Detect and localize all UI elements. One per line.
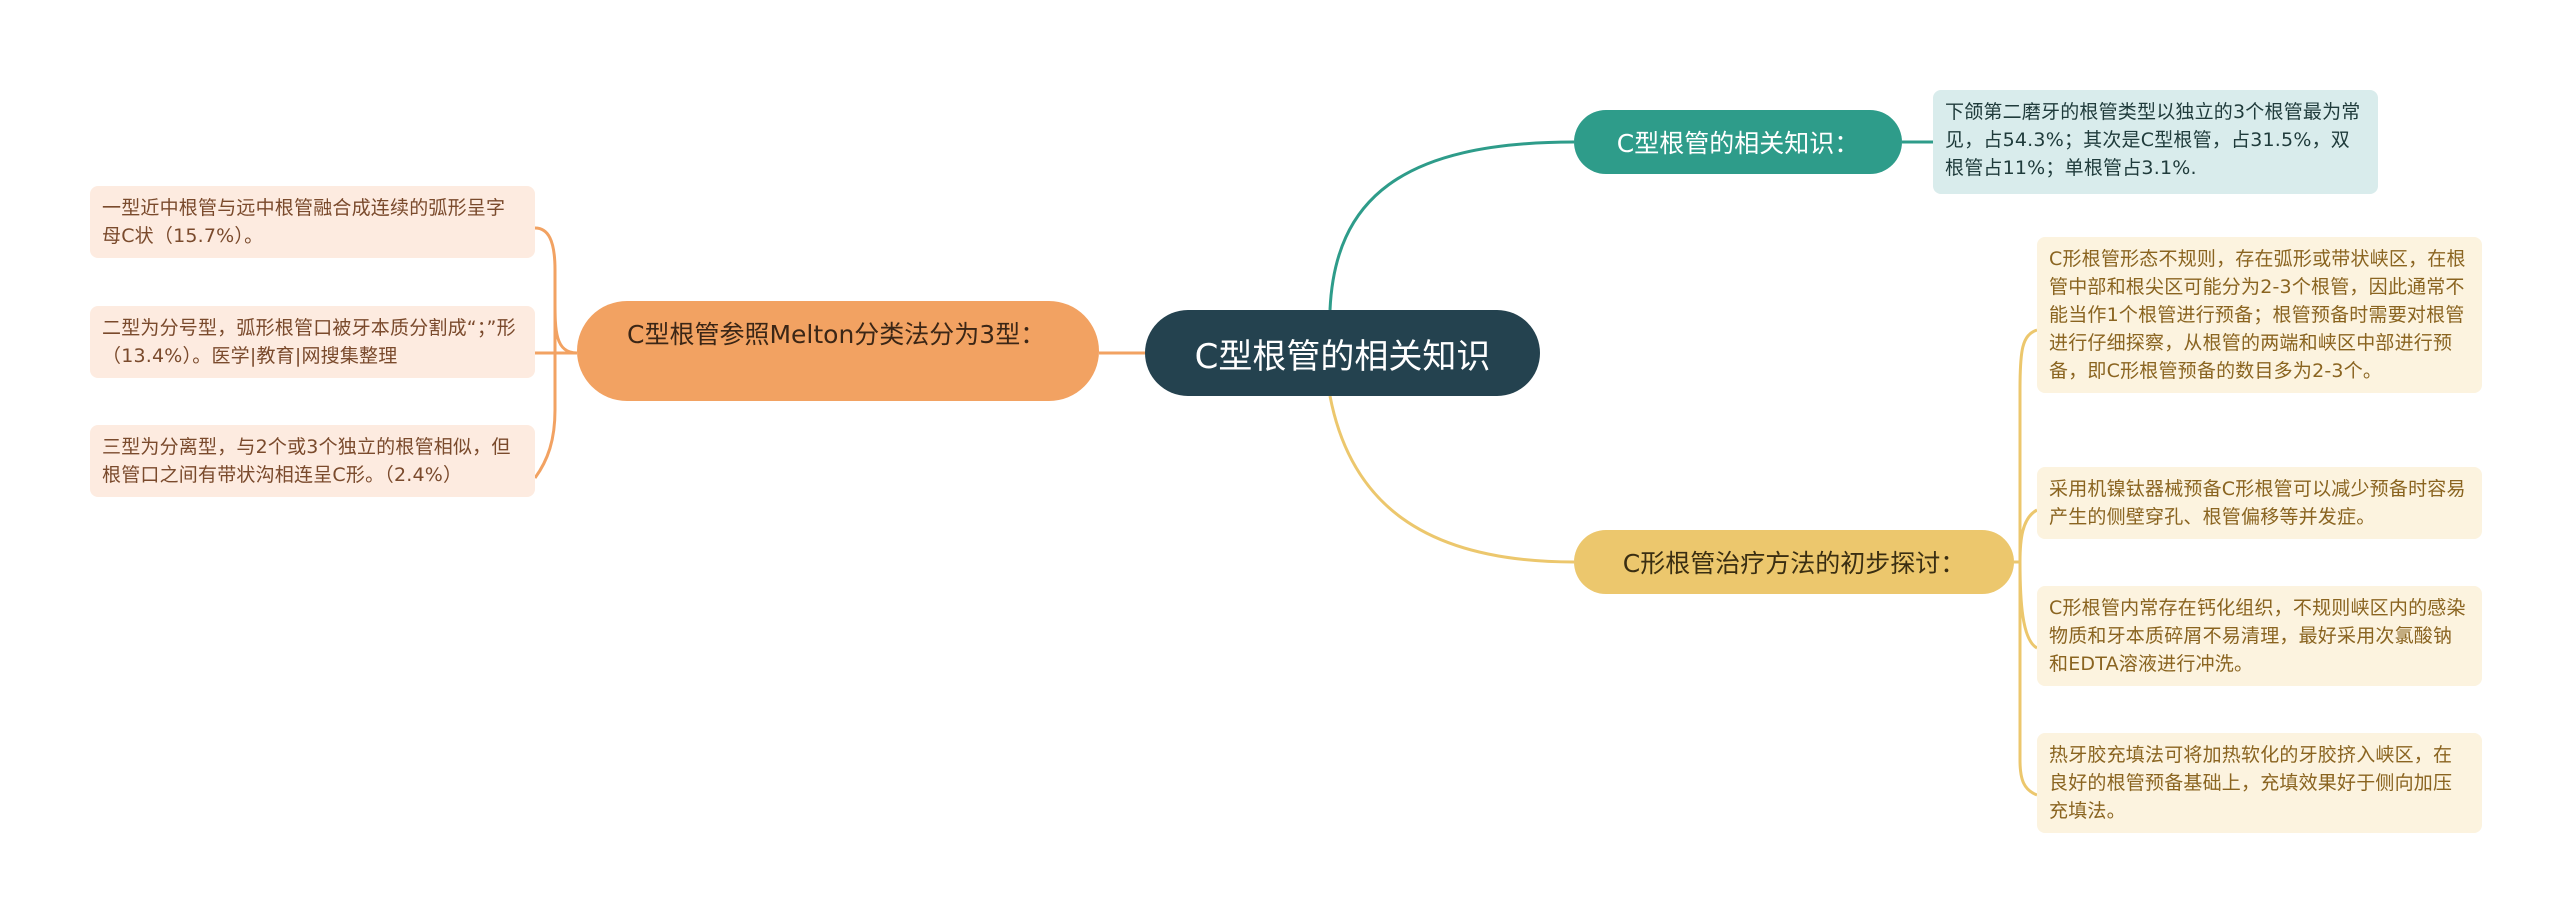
leaf-type-three-text: 三型为分离型，与2个或3个独立的根管相似，但根管口之间有带状沟相连呈C形。（2.… — [102, 436, 511, 486]
branch-treatment-label: C形根管治疗方法的初步探讨： — [1622, 549, 1966, 578]
connector-bottom-leaves — [2014, 328, 2038, 797]
leaf-preparation-text: C形根管形态不规则，存在弧形或带状峡区，在根管中部和根尖区可能分为2-3个根管，… — [2049, 248, 2466, 382]
root-topic-label: C型根管的相关知识 — [1194, 336, 1491, 377]
leaf-type-two[interactable]: 二型为分号型，弧形根管口被牙本质分割成“；”形（13.4%）。医学|教育|网搜集… — [90, 306, 535, 378]
branch-related-knowledge-label: C型根管的相关知识： — [1616, 129, 1860, 158]
connector-root-top — [1328, 140, 1575, 311]
leaf-irrigation-text: C形根管内常存在钙化组织，不规则峡区内的感染物质和牙本质碎屑不易清理，最好采用次… — [2049, 597, 2466, 675]
leaf-canal-types[interactable]: 下颌第二磨牙的根管类型以独立的3个根管最为常见，占54.3%；其次是C型根管，占… — [1933, 90, 2378, 194]
branch-melton-classification[interactable]: C型根管参照Melton分类法分为3型： — [577, 301, 1099, 401]
branch-related-knowledge[interactable]: C型根管的相关知识： — [1574, 110, 1902, 174]
leaf-type-one-text: 一型近中根管与远中根管融合成连续的弧形呈字母C状（15.7%）。 — [102, 197, 506, 247]
leaf-irrigation[interactable]: C形根管内常存在钙化组织，不规则峡区内的感染物质和牙本质碎屑不易清理，最好采用次… — [2037, 586, 2482, 686]
branch-treatment-methods[interactable]: C形根管治疗方法的初步探讨： — [1574, 530, 2014, 594]
leaf-canal-types-text: 下颌第二磨牙的根管类型以独立的3个根管最为常见，占54.3%；其次是C型根管，占… — [1945, 101, 2361, 179]
leaf-preparation[interactable]: C形根管形态不规则，存在弧形或带状峡区，在根管中部和根尖区可能分为2-3个根管，… — [2037, 237, 2482, 393]
root-topic[interactable]: C型根管的相关知识 — [1145, 310, 1540, 396]
leaf-obturation[interactable]: 热牙胶充填法可将加热软化的牙胶挤入峡区，在良好的根管预备基础上，充填效果好于侧向… — [2037, 733, 2482, 833]
leaf-niti-instruments[interactable]: 采用机镍钛器械预备C形根管可以减少预备时容易产生的侧壁穿孔、根管偏移等并发症。 — [2037, 467, 2482, 539]
leaf-type-one[interactable]: 一型近中根管与远中根管融合成连续的弧形呈字母C状（15.7%）。 — [90, 186, 535, 258]
leaf-type-three[interactable]: 三型为分离型，与2个或3个独立的根管相似，但根管口之间有带状沟相连呈C形。（2.… — [90, 425, 535, 497]
leaf-type-two-text: 二型为分号型，弧形根管口被牙本质分割成“；”形（13.4%）。医学|教育|网搜集… — [102, 317, 516, 367]
leaf-niti-text: 采用机镍钛器械预备C形根管可以减少预备时容易产生的侧壁穿孔、根管偏移等并发症。 — [2049, 478, 2466, 528]
leaf-obturation-text: 热牙胶充填法可将加热软化的牙胶挤入峡区，在良好的根管预备基础上，充填效果好于侧向… — [2049, 744, 2453, 822]
branch-melton-label: C型根管参照Melton分类法分为3型： — [627, 320, 1046, 349]
connector-root-bottom — [1328, 395, 1575, 564]
connector-left-leaves — [533, 226, 578, 479]
